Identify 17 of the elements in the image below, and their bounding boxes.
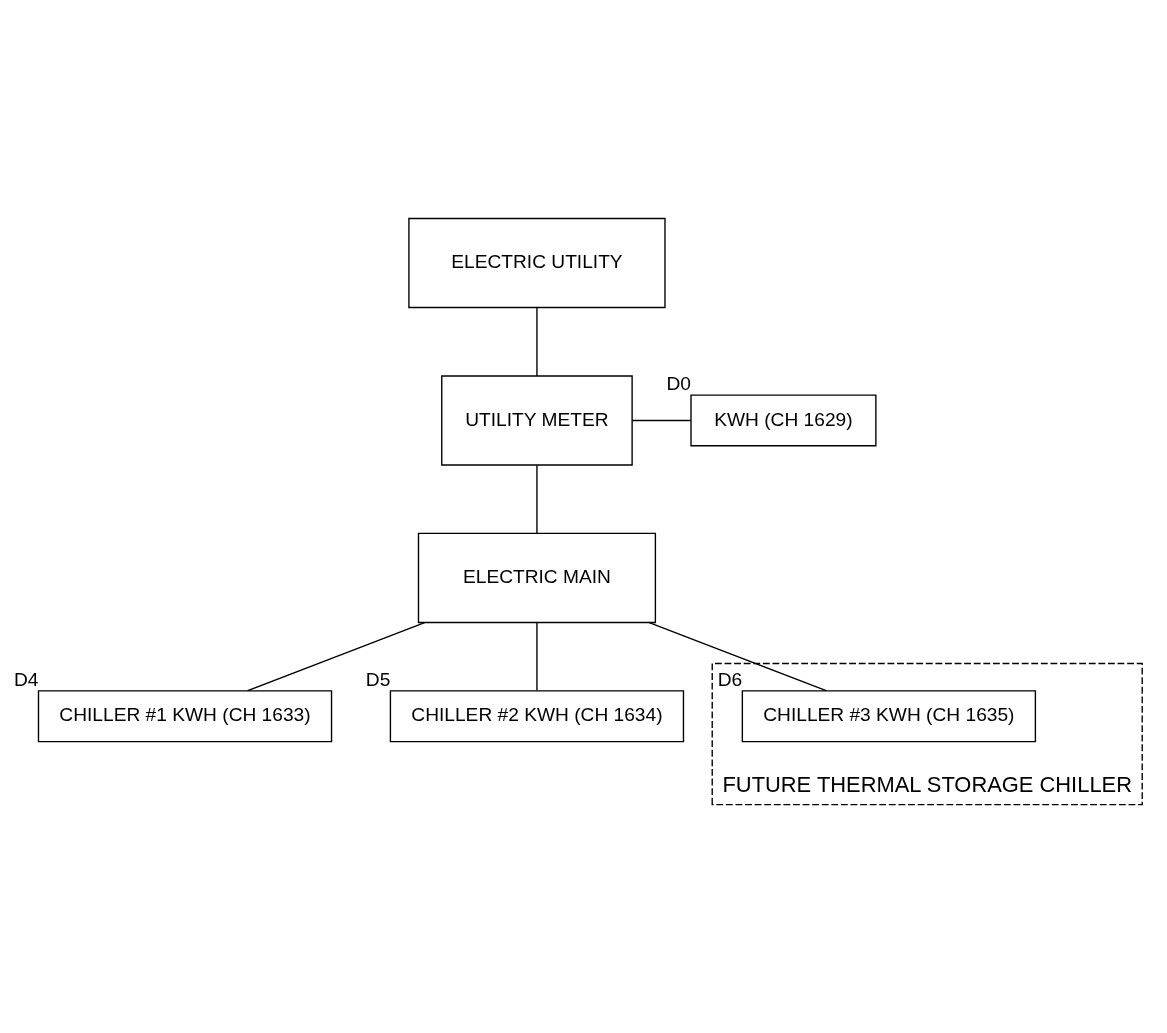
connector (536, 464, 538, 534)
connector (648, 621, 827, 691)
node-box: ELECTRIC MAIN (417, 532, 657, 623)
node-box: ELECTRIC UTILITY (408, 217, 666, 308)
connector (536, 621, 538, 691)
node-label: D0 (666, 372, 691, 394)
node-label: D5 (365, 668, 391, 690)
node-box: UTILITY METER (441, 374, 633, 466)
node-box: CHILLER #2 KWH (CH 1634) (389, 689, 685, 742)
node-box: CHILLER #1 KWH (CH 1633) (37, 689, 333, 742)
connector (631, 419, 692, 421)
node-box: CHILLER #3 KWH (CH 1635) (741, 689, 1037, 742)
node-box: KWH (CH 1629) (690, 393, 877, 446)
node-label: D6 (717, 668, 743, 690)
connector (536, 306, 538, 377)
node-label: D4 (13, 668, 39, 690)
connector (247, 621, 426, 691)
